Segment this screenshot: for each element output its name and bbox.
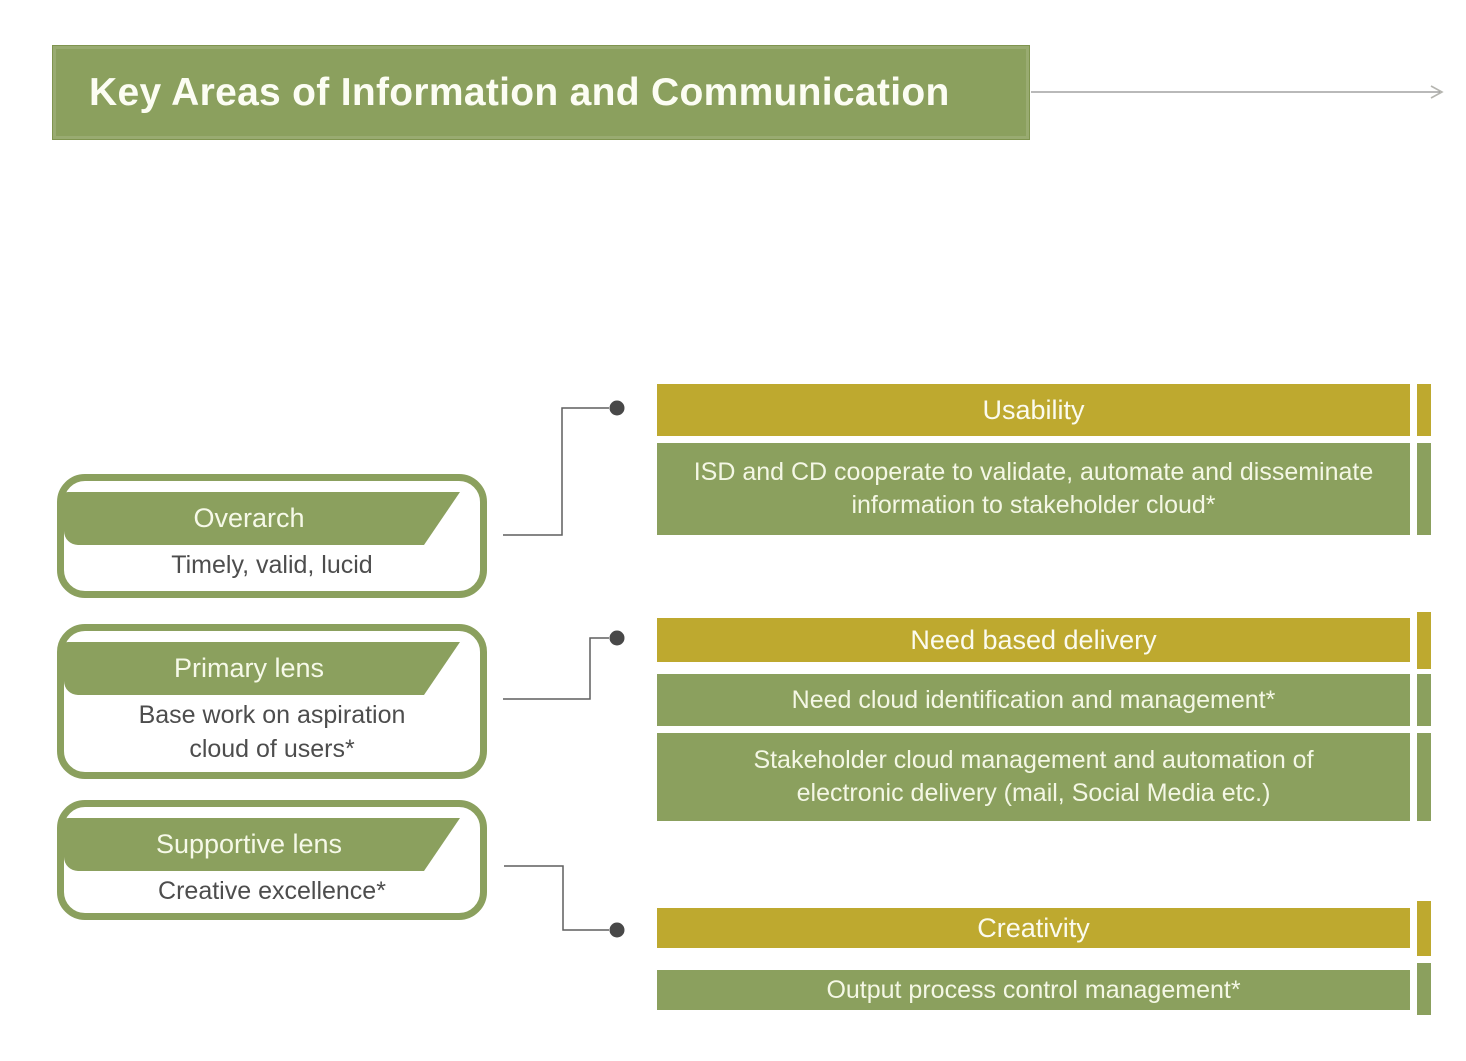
bar-creativity-header: Creativity bbox=[657, 908, 1410, 948]
bar-usability-header: Usability bbox=[657, 384, 1410, 436]
side-strip-need-cloud-item bbox=[1417, 674, 1431, 726]
bar-need-cloud-item: Need cloud identification and management… bbox=[657, 674, 1410, 726]
bar-need-cloud-item-label: Need cloud identification and management… bbox=[791, 685, 1276, 714]
left-box-overarch-subtext: Timely, valid, lucid bbox=[171, 551, 373, 579]
side-strip-stakeholder-cloud-item bbox=[1417, 733, 1431, 821]
side-strip-usability-header bbox=[1417, 384, 1431, 436]
connector-dot bbox=[609, 922, 625, 938]
connector-primary-need bbox=[503, 630, 625, 700]
bar-need-based-delivery-header-label: Need based delivery bbox=[910, 624, 1157, 655]
connector-dot bbox=[609, 400, 625, 416]
connector-supportive-creativity bbox=[504, 865, 625, 938]
bar-stakeholder-cloud-item-label: Stakeholder cloud management and automat… bbox=[753, 746, 1314, 807]
bar-stakeholder-cloud-item: Stakeholder cloud management and automat… bbox=[657, 733, 1410, 821]
bar-output-process-item-label: Output process control management* bbox=[826, 975, 1241, 1004]
bar-usability-item-label: ISD and CD cooperate to validate, automa… bbox=[693, 458, 1374, 519]
left-box-overarch: Overarch Timely, valid, lucid bbox=[57, 474, 487, 598]
connector-dot bbox=[609, 630, 625, 646]
side-strip-output-process-item bbox=[1417, 963, 1431, 1015]
side-strip-usability-item bbox=[1417, 443, 1431, 535]
left-box-supportive-lens-band: Supportive lens bbox=[64, 818, 460, 871]
left-box-primary-lens: Primary lens Base work on aspiration clo… bbox=[57, 624, 487, 779]
left-box-supportive-lens: Supportive lens Creative excellence* bbox=[57, 800, 487, 920]
bar-usability-header-label: Usability bbox=[982, 394, 1085, 425]
title-extension-line bbox=[1031, 85, 1444, 99]
left-box-overarch-band: Overarch bbox=[64, 492, 460, 545]
side-strip-need-based-delivery-header bbox=[1417, 612, 1431, 669]
left-box-supportive-lens-label: Supportive lens bbox=[155, 829, 343, 859]
left-box-supportive-lens-subtext: Creative excellence* bbox=[158, 877, 386, 905]
left-box-primary-lens-band: Primary lens bbox=[64, 642, 460, 695]
bar-creativity-header-label: Creativity bbox=[977, 912, 1090, 943]
bar-output-process-item: Output process control management* bbox=[657, 970, 1410, 1010]
left-box-overarch-label: Overarch bbox=[193, 503, 305, 533]
left-box-primary-lens-label: Primary lens bbox=[173, 653, 325, 683]
bar-need-based-delivery-header: Need based delivery bbox=[657, 618, 1410, 662]
page-title: Key Areas of Information and Communicati… bbox=[89, 70, 950, 114]
side-strip-creativity-header bbox=[1417, 901, 1431, 956]
title-bar: Key Areas of Information and Communicati… bbox=[52, 45, 1030, 140]
connector-overarch-usability bbox=[503, 400, 625, 536]
arrow-right-icon bbox=[1430, 85, 1444, 99]
left-box-primary-lens-subtext: Base work on aspiration cloud of users* bbox=[138, 701, 406, 763]
bar-usability-item: ISD and CD cooperate to validate, automa… bbox=[657, 443, 1410, 535]
